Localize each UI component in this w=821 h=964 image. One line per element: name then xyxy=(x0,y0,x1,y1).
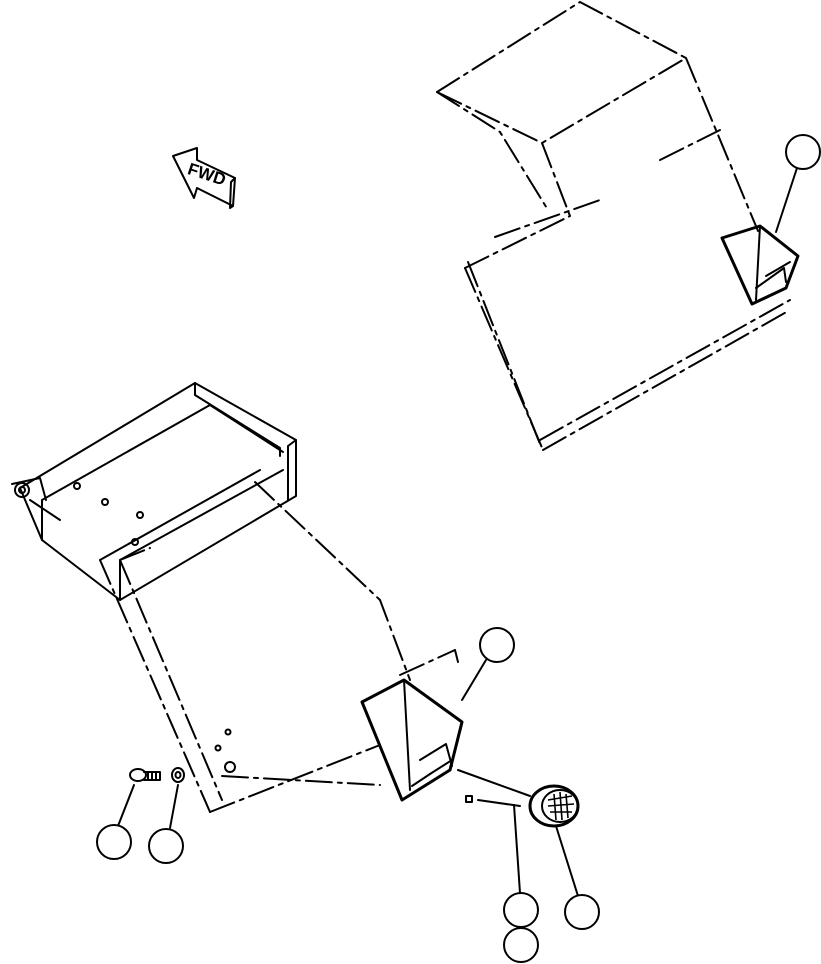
callout-washer xyxy=(148,828,184,864)
callout-bolt xyxy=(96,824,132,860)
upper-cover-outline xyxy=(434,0,791,451)
harness-wire xyxy=(457,769,531,807)
upper-lamp-bracket xyxy=(720,224,800,306)
callout-lower-lamp-cover xyxy=(479,627,515,663)
washer-part xyxy=(171,767,185,783)
callout-work-lamp xyxy=(564,894,600,930)
lower-lamp-bracket xyxy=(360,678,464,802)
fwd-arrow: FWD xyxy=(172,147,236,209)
lower-box-housing xyxy=(11,382,297,601)
fwd-label: FWD xyxy=(185,159,228,189)
callout-upper-right-cover xyxy=(785,134,821,170)
leader-lines xyxy=(117,167,798,897)
work-lamp-part xyxy=(528,784,580,828)
callout-harness-upper xyxy=(503,892,539,928)
lower-cover-outline xyxy=(99,481,459,813)
bolt-part xyxy=(129,768,161,782)
callout-harness-lower xyxy=(503,927,539,963)
